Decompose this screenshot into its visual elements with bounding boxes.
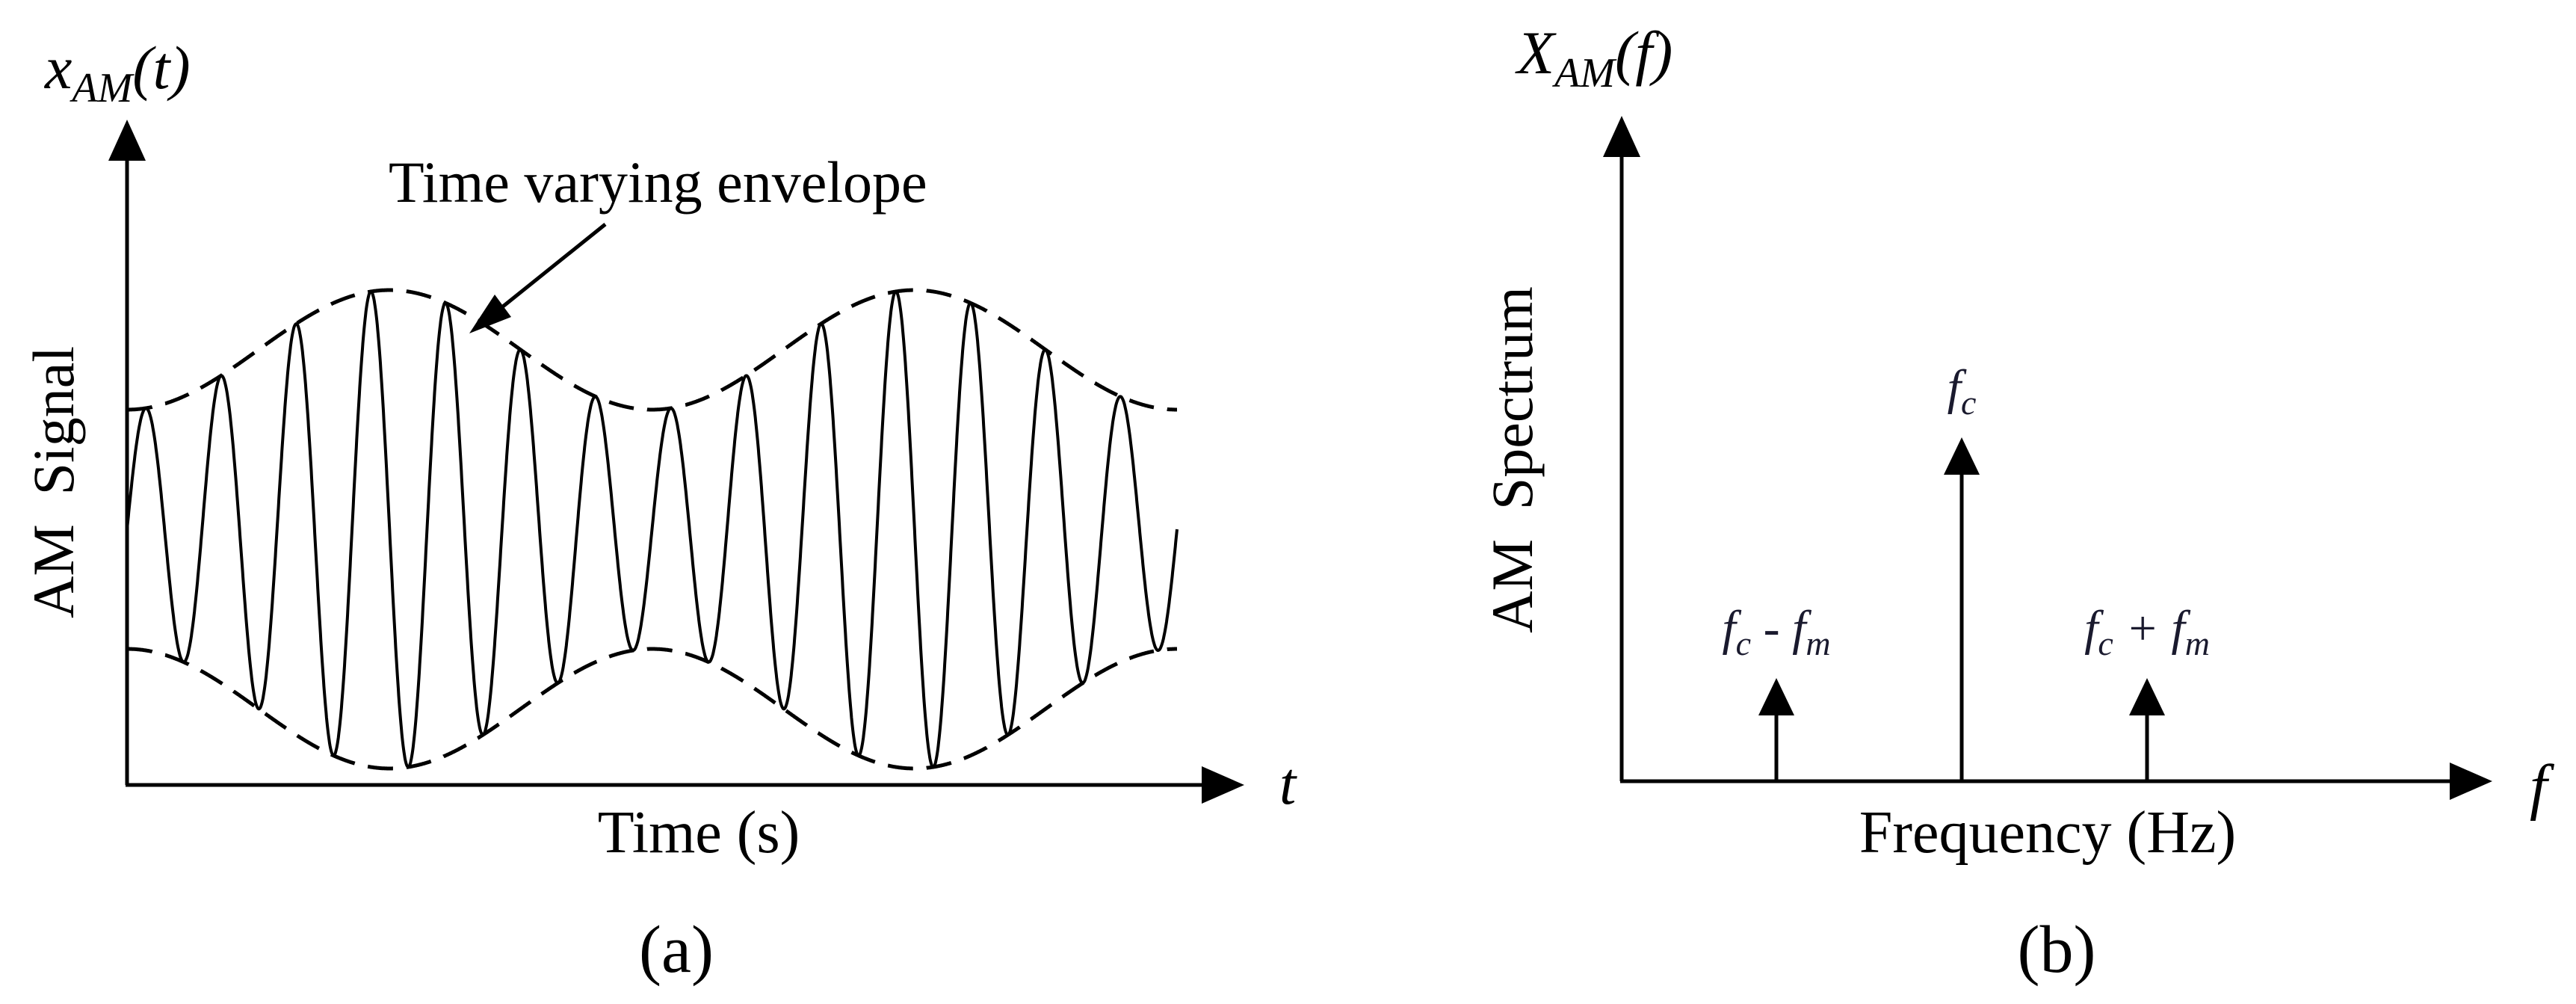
panel-a-y-label: AM Signal [21,346,86,618]
spectral-line-label-0: fc - fm [1722,601,1830,662]
panel-a-x-label: Time (s) [598,800,800,866]
spectral-line-arrowhead-2 [2129,678,2165,715]
panel-a-caption: (a) [639,913,714,987]
panel-b-caption: (b) [2018,913,2096,987]
panel-a-annotation: Time varying envelope [389,150,927,215]
panel-b-x-arrowhead [2450,763,2492,800]
spectral-line-label-2: fc + fm [2084,601,2210,662]
panel-b-spectrum-lines: fc - fm fc fc + fm [1722,360,2210,781]
panel-a-am-signal [126,289,1179,769]
panel-b-y-label: AM Spectrum [1480,286,1545,633]
panel-a-envelope-upper [127,288,1177,412]
panel-a: xAM(t) AM Signal Time varying envelope T… [21,34,1297,987]
panel-a-x-symbol: t [1279,751,1297,817]
panel-a-y-symbol: xAM(t) [44,34,191,111]
spectral-line-arrowhead-1 [1944,437,1980,475]
panel-a-annotation-arrow [483,223,607,323]
panel-b-y-arrowhead [1603,116,1640,157]
spectral-line-label-1: fc [1948,360,1977,422]
spectral-line-arrowhead-0 [1758,678,1794,715]
panel-b-x-label: Frequency (Hz) [1859,800,2236,866]
panel-b-x-symbol: f [2530,752,2555,822]
panel-a-y-arrowhead [108,120,146,161]
panel-b-y-symbol: XAM(f) [1515,19,1672,96]
panel-a-x-arrowhead [1202,766,1244,804]
panel-b: XAM(f) AM Spectrum fc - fm fc fc + fm Freq… [1480,19,2555,987]
panel-a-envelope-lower [127,647,1177,771]
